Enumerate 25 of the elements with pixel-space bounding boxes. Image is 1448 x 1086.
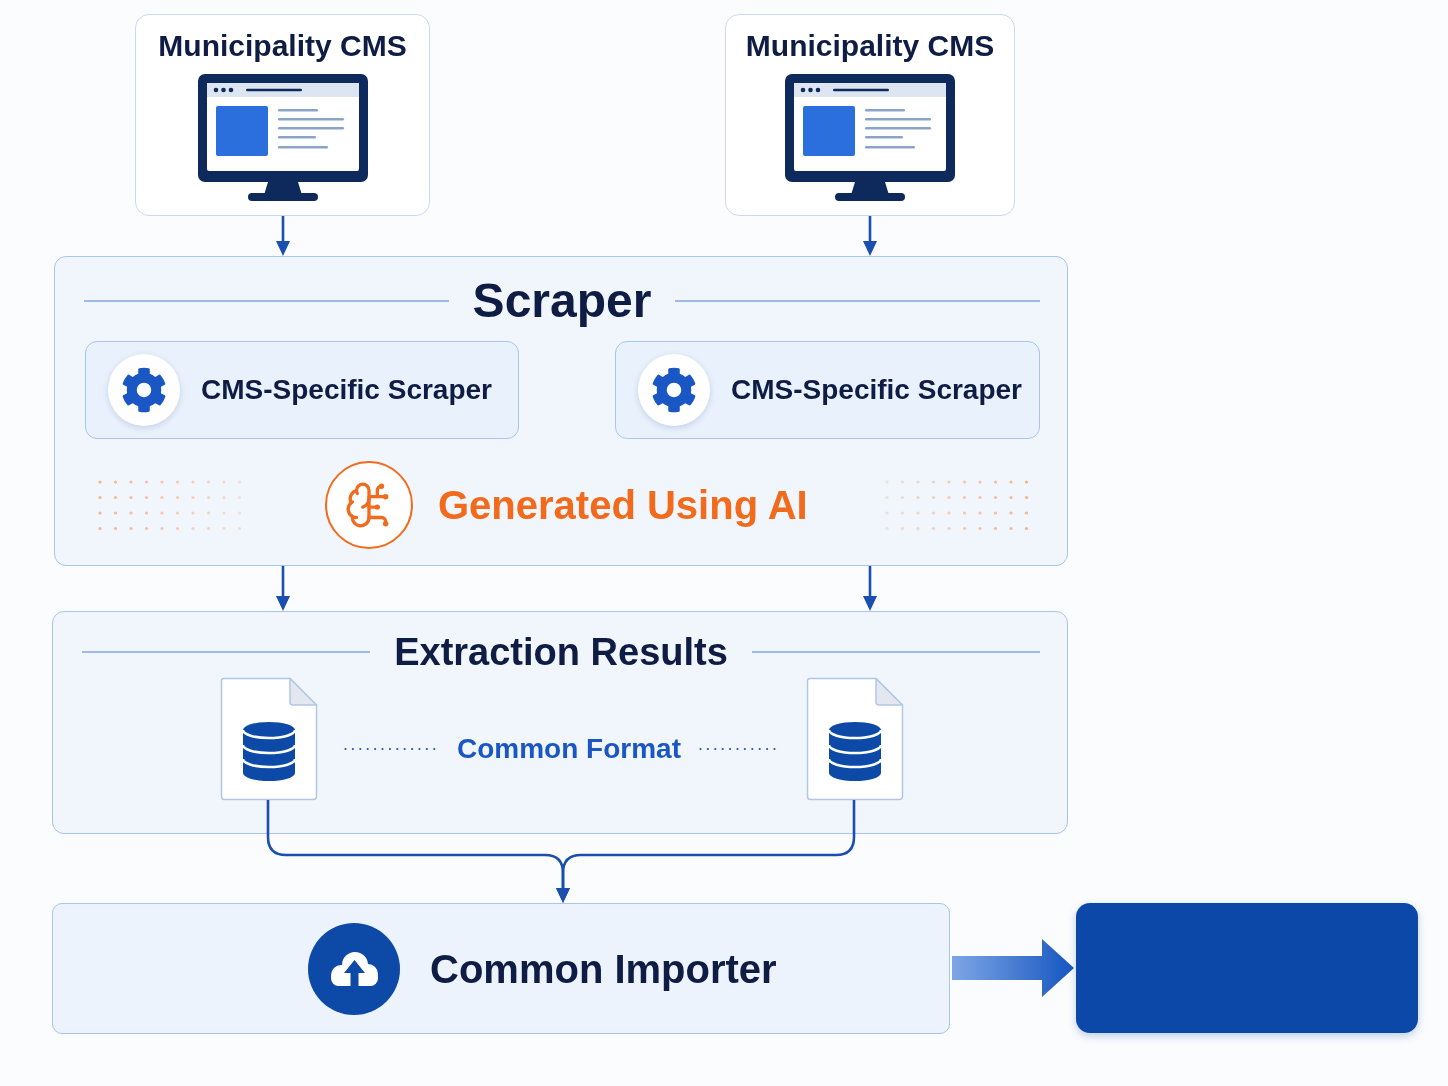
system-card: [725, 14, 1015, 216]
panel-title: Scraper: [472, 275, 652, 327]
card-label: CMS-Specific Scraper: [201, 373, 492, 407]
card-label: Common Importer: [430, 945, 777, 993]
arrow: [276, 216, 290, 256]
highlight-text: Generated Using AI: [438, 482, 808, 529]
database-file-icon: [806, 677, 904, 801]
arrow: [276, 566, 290, 611]
panel-title: Extraction Results: [394, 630, 728, 674]
process-card: [85, 341, 519, 439]
process-card: [615, 341, 1040, 439]
card-title: Municipality CMS: [745, 28, 995, 64]
format-label: Common Format: [457, 732, 681, 766]
arrow: [863, 216, 877, 256]
arrow: [556, 800, 856, 903]
group-panel: [54, 256, 1068, 566]
arrow: [863, 566, 877, 611]
process-box: [1076, 903, 1418, 1033]
block-arrow: [952, 939, 1074, 997]
database-file-icon: [220, 677, 318, 801]
system-card: [135, 14, 430, 216]
group-panel: [52, 611, 1068, 834]
card-label: CMS-Specific Scraper: [731, 373, 1022, 407]
process-card: [52, 903, 950, 1034]
card-title: Municipality CMS: [158, 28, 407, 64]
